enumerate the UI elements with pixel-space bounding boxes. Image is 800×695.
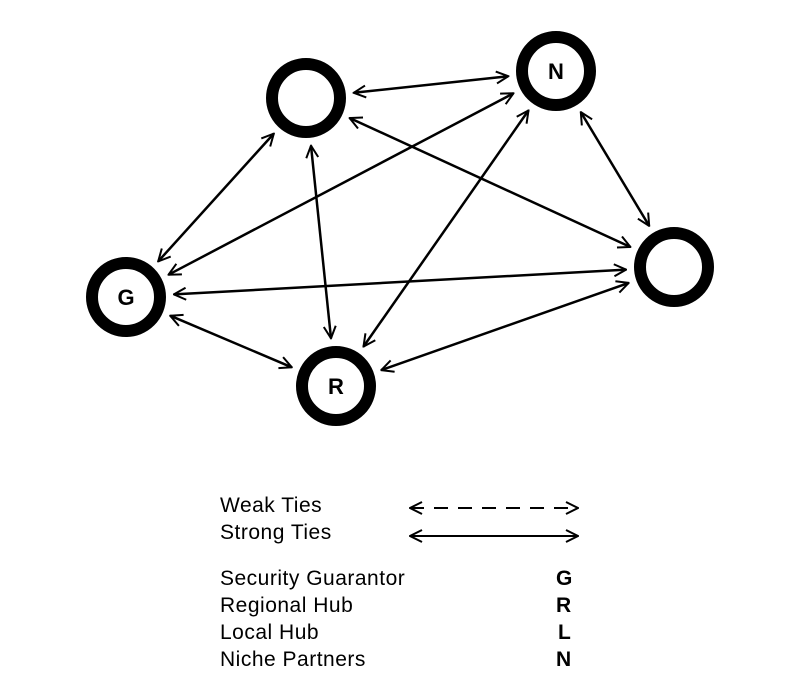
node-ring (86, 257, 166, 337)
node-top-left (266, 58, 346, 138)
node-left: G (86, 257, 166, 337)
legend-role-code-l: L (558, 621, 571, 644)
edge-top-left-right (350, 118, 631, 247)
node-label: R (328, 374, 344, 399)
node-ring (266, 58, 346, 138)
node-bottom: R (296, 346, 376, 426)
edge-top-right-bottom (364, 110, 529, 346)
edge-top-left-bottom (311, 146, 331, 339)
node-right (634, 227, 714, 307)
edge-top-left-top-right (354, 76, 509, 93)
edge-left-right (174, 270, 626, 295)
node-top-right: N (516, 31, 596, 111)
legend-role-code-g: G (556, 567, 573, 590)
edge-top-right-right (581, 112, 649, 226)
legend-line-samples (0, 480, 800, 560)
legend-role-label-l: Local Hub (220, 621, 320, 644)
node-ring (296, 346, 376, 426)
legend-role-label-r: Regional Hub (220, 594, 354, 617)
legend-role-label-g: Security Guarantor (220, 567, 406, 590)
node-label: N (548, 59, 564, 84)
node-ring (634, 227, 714, 307)
legend-role-code-r: R (556, 594, 572, 617)
edge-top-right-left (169, 92, 514, 276)
network-diagram: N G R (86, 31, 714, 426)
legend-role-code-n: N (556, 648, 572, 671)
edge-left-bottom (170, 316, 292, 368)
legend-strong-ties-label: Strong Ties (220, 521, 332, 544)
edge-bottom-right (381, 283, 628, 370)
legend-role-label-n: Niche Partners (220, 648, 366, 671)
legend-weak-ties-label: Weak Ties (220, 494, 323, 517)
node-label: G (117, 285, 134, 310)
node-ring (516, 31, 596, 111)
edge-top-left-left (158, 134, 274, 262)
